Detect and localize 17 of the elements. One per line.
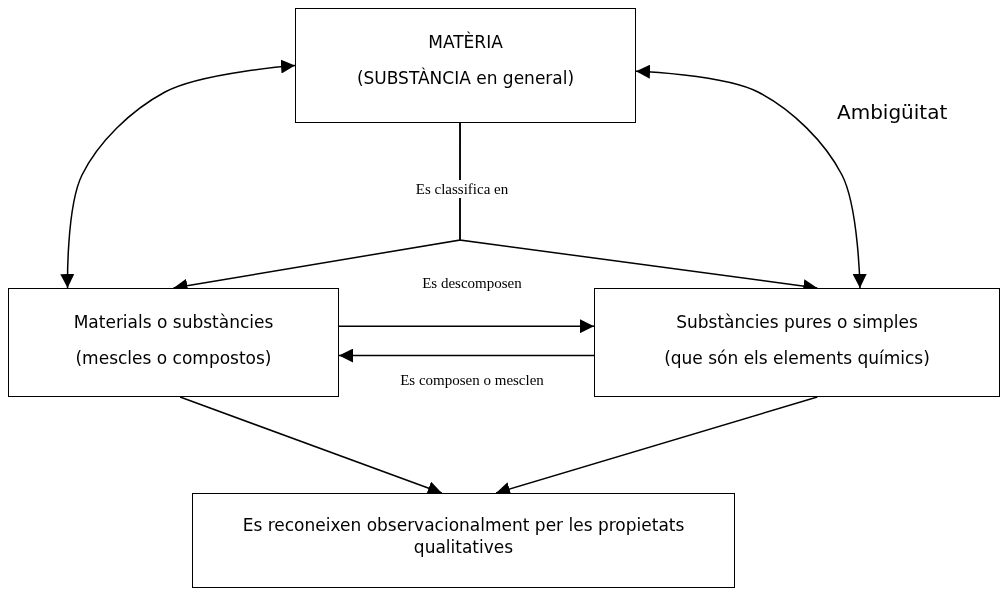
arrow [338, 348, 595, 363]
concept-note: (que són els elements químics) [664, 347, 930, 370]
arrow [338, 319, 595, 334]
concept-note: (SUBSTÀNCIA en general) [356, 67, 575, 90]
arrow [60, 59, 296, 289]
concept-title: MATÈRIA [428, 31, 503, 54]
arrow [179, 396, 443, 495]
concept-box [295, 8, 636, 123]
concept-box [594, 288, 1000, 397]
concept-title: Es reconeixen observacionalment per les propietats qualitatives [241, 514, 686, 559]
concept-title: Substàncies pures o simples [676, 311, 918, 334]
concept-box [192, 493, 735, 588]
arrow [635, 64, 867, 289]
concept-title: Materials o substàncies [73, 311, 274, 334]
concept-note: (mescles o compostos) [75, 347, 272, 370]
concept-box [8, 288, 339, 397]
edge-label: Ambigüitat [836, 100, 949, 124]
